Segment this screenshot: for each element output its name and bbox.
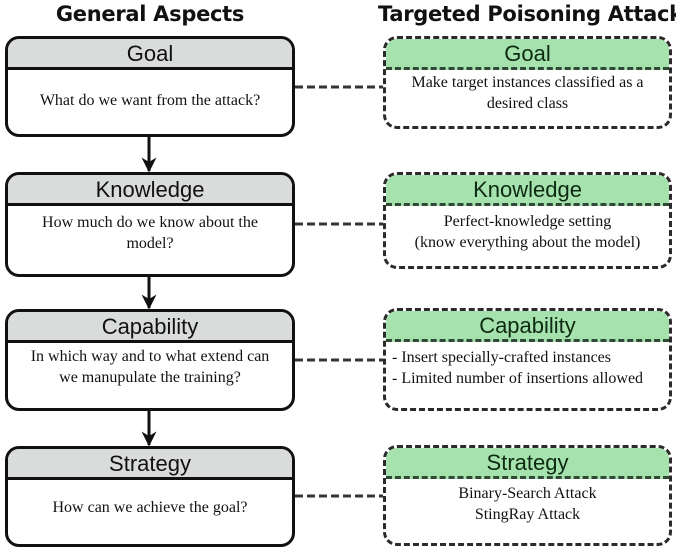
attack-knowledge-box: Knowledge Perfect-knowledge setting (kno… <box>383 172 672 269</box>
attack-knowledge-body: Perfect-knowledge setting (know everythi… <box>386 206 669 266</box>
general-knowledge-header: Knowledge <box>8 175 292 206</box>
general-goal-box: Goal What do we want from the attack? <box>5 36 295 137</box>
attack-strategy-body: Binary-Search Attack StingRay Attack <box>386 479 669 543</box>
general-capability-line: In which way and to what extend can <box>30 347 270 365</box>
general-knowledge-line: How much do we know about the <box>42 214 258 231</box>
attack-goal-line: desired class <box>486 95 569 112</box>
attack-goal-header: Goal <box>386 39 669 70</box>
attack-capability-header: Capability <box>386 311 669 342</box>
attack-goal-line: Make target instances classified as a <box>411 74 644 91</box>
general-strategy-box: Strategy How can we achieve the goal? <box>5 446 295 547</box>
general-knowledge-body: How much do we know about the model? <box>8 206 292 274</box>
attack-strategy-box: Strategy Binary-Search Attack StingRay A… <box>383 445 672 546</box>
general-strategy-body: How can we achieve the goal? <box>8 480 292 544</box>
attack-capability-body: - Insert specially-crafted instances - L… <box>386 342 669 408</box>
attack-knowledge-header: Knowledge <box>386 175 669 206</box>
general-goal-line: What do we want from the attack? <box>39 91 261 109</box>
general-knowledge-line: model? <box>126 235 174 252</box>
attack-strategy-header: Strategy <box>386 448 669 479</box>
attack-strategy-line: Binary-Search Attack <box>458 485 597 502</box>
right-column-title: Targeted Poisoning Attack <box>378 2 676 26</box>
attack-knowledge-line: Perfect-knowledge setting <box>443 213 612 230</box>
attack-strategy-line: StingRay Attack <box>474 506 581 523</box>
general-capability-header: Capability <box>8 312 292 343</box>
general-goal-body: What do we want from the attack? <box>8 70 292 134</box>
general-goal-header: Goal <box>8 39 292 70</box>
general-capability-box: Capability In which way and to what exte… <box>5 309 295 411</box>
attack-capability-item: - Limited number of insertions allowed <box>392 370 644 387</box>
general-strategy-header: Strategy <box>8 449 292 480</box>
attack-knowledge-line: (know everything about the model) <box>414 234 641 251</box>
attack-goal-body: Make target instances classified as a de… <box>386 70 669 126</box>
general-knowledge-box: Knowledge How much do we know about the … <box>5 172 295 277</box>
general-strategy-line: How can we achieve the goal? <box>52 498 248 516</box>
attack-capability-item: - Insert specially-crafted instances <box>392 349 612 366</box>
attack-capability-box: Capability - Insert specially-crafted in… <box>383 308 672 411</box>
left-column-title: General Aspects <box>55 2 245 26</box>
general-capability-body: In which way and to what extend can we m… <box>8 343 292 408</box>
attack-goal-box: Goal Make target instances classified as… <box>383 36 672 129</box>
general-capability-line: we manupulate the training? <box>59 368 241 386</box>
